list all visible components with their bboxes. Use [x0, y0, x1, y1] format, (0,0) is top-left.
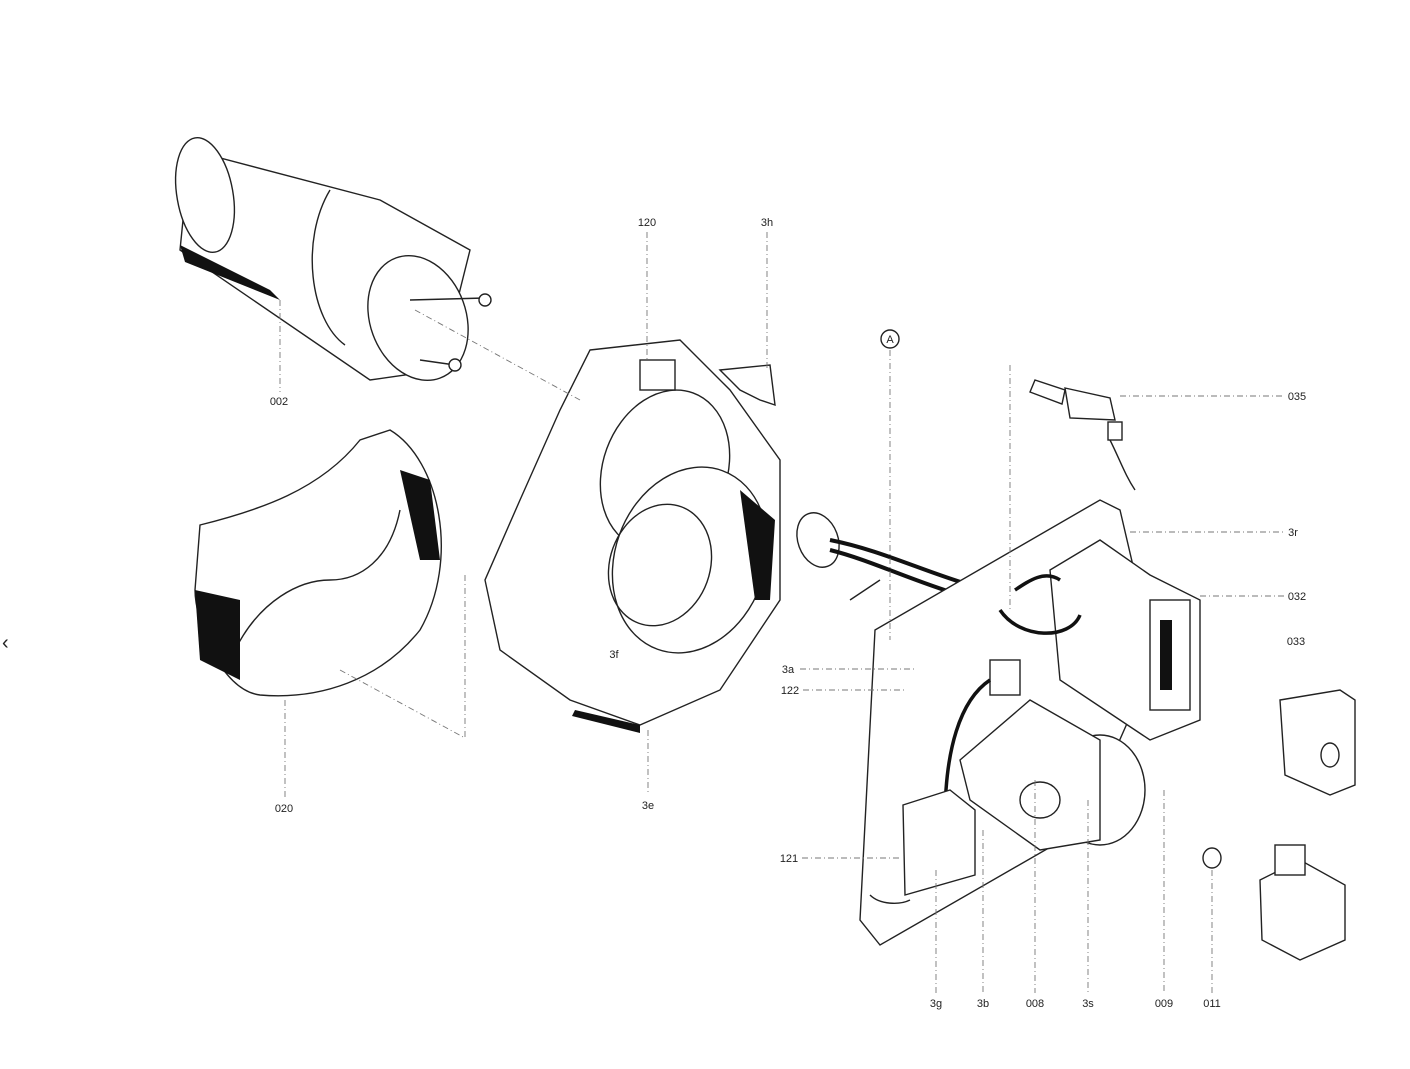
label-3f: 3f [609, 649, 619, 661]
part-pump [1259, 844, 1346, 961]
label-120: 120 [638, 217, 656, 229]
label-032: 032 [1288, 591, 1306, 603]
part-008-motor [943, 659, 1146, 851]
label-3r: 3r [1288, 527, 1298, 539]
part-120-fan-housing [484, 339, 781, 733]
label-3a: 3a [782, 664, 795, 676]
label-3h: 3h [761, 217, 773, 229]
part-011-nipple [1202, 847, 1222, 869]
label-020: 020 [275, 803, 293, 815]
label-011: 011 [1203, 998, 1221, 1010]
previous-arrow-button[interactable]: ‹ [2, 632, 9, 654]
label-3b: 3b [977, 998, 989, 1010]
label-3s: 3s [1082, 998, 1094, 1010]
label-121: 121 [780, 853, 798, 865]
part-020-cover [194, 429, 442, 697]
label-a: A [886, 334, 894, 346]
part-nozzle-assembly [796, 512, 971, 601]
label-035: 035 [1288, 391, 1306, 403]
label-002: 002 [270, 396, 288, 408]
label-122: 122 [781, 685, 799, 697]
label-008: 008 [1026, 998, 1044, 1010]
part-033-cover [1279, 689, 1356, 796]
callout-a-circle [880, 329, 900, 349]
label-3g: 3g [930, 998, 942, 1010]
part-035-electrode [1029, 379, 1136, 491]
part-121-capacitor [902, 789, 976, 896]
label-009: 009 [1155, 998, 1173, 1010]
label-033: 033 [1287, 636, 1305, 648]
leader-lines [279, 232, 1285, 993]
label-3e: 3e [642, 800, 654, 812]
part-032-control-unit [998, 539, 1201, 741]
part-002-burner-tube [174, 136, 492, 382]
